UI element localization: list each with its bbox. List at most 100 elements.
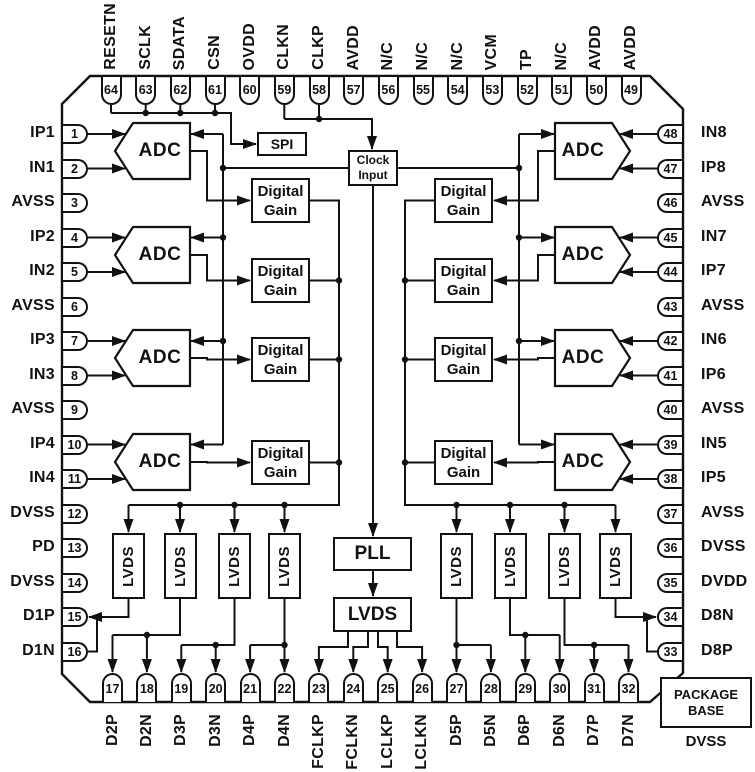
pin-57-label: AVDD (344, 24, 362, 70)
pin-17-label: D2P (103, 714, 121, 747)
pin-48-label: IN8 (701, 124, 727, 141)
pin-1-number: 1 (63, 124, 88, 144)
junction-dots (142, 109, 598, 649)
pin-9-number: 9 (63, 400, 88, 420)
pin-63-number: 63 (135, 77, 157, 105)
lvds-lane-label: LVDS (607, 545, 624, 587)
digital-gain-label: Digital (440, 444, 487, 462)
package-base-net: DVSS (685, 733, 727, 750)
pin-4-label: IP2 (30, 227, 55, 245)
pin-61-label: CSN (206, 35, 223, 70)
digital-gain-block-2: Digital Gain (251, 258, 310, 303)
lvds-clock-block: LVDS (333, 597, 412, 632)
pin-7-number: 7 (63, 331, 88, 351)
pin-38-number: 38 (657, 469, 682, 489)
pin-54-number: 54 (447, 77, 469, 105)
digital-gain-block-7: Digital Gain (434, 337, 493, 382)
pin-59-number: 59 (273, 77, 295, 105)
adc5-label: ADC (561, 451, 605, 472)
pin-30-number: 30 (549, 673, 571, 702)
pin-26-number: 26 (411, 673, 433, 702)
pin-21-number: 21 (239, 673, 261, 702)
pin-53-label: VCM (483, 33, 501, 70)
pin-53-number: 53 (481, 77, 503, 105)
digital-gain-label: Digital (257, 341, 304, 359)
digital-gain-label: Digital (257, 182, 304, 200)
pin-50-label: AVDD (587, 24, 605, 70)
adc-shapes (113, 121, 632, 492)
digital-gain-label: Digital (440, 262, 487, 280)
pin-29-number: 29 (514, 673, 536, 702)
pin-44-number: 44 (657, 262, 682, 282)
lvds-lane-2: LVDS (163, 533, 197, 599)
pin-35-label: DVDD (701, 572, 748, 590)
pin-1-label: IP1 (30, 124, 55, 141)
pin-19-number: 19 (170, 673, 192, 702)
lvds-lane-label: LVDS (171, 545, 189, 587)
package-base-label-2: BASE (687, 702, 725, 718)
digital-gain-block-1: Digital Gain (251, 178, 310, 223)
pin-40-number: 40 (657, 400, 682, 420)
adc6-label: ADC (561, 347, 605, 368)
lvds-lane-label: LVDS (276, 545, 293, 587)
pin-17-number: 17 (102, 673, 123, 702)
pin-62-label: SDATA (171, 15, 189, 70)
pin-55-number: 55 (412, 77, 434, 105)
pin-20-label: D3N (206, 714, 224, 747)
pin-64-number: 64 (100, 77, 122, 105)
pin-63-label: SCLK (136, 25, 154, 70)
pin-32-label: D7N (619, 714, 637, 747)
pin-8-label: IN3 (29, 365, 55, 383)
pin-45-label: IN7 (701, 227, 727, 245)
pin-43-label: AVSS (701, 296, 745, 314)
pin-14-number: 14 (63, 572, 88, 593)
pin-42-number: 42 (657, 331, 682, 351)
pin-40-label: AVSS (701, 400, 745, 417)
lvds-lane-8: LVDS (599, 533, 632, 599)
pin-37-label: AVSS (701, 503, 745, 521)
pin-24-number: 24 (342, 673, 364, 702)
adc3-label: ADC (138, 347, 182, 368)
pin-10-number: 10 (63, 434, 88, 455)
pin-47-label: IP8 (701, 158, 726, 176)
pin-23-label: FCLKP (309, 714, 327, 769)
digital-gain-block-8: Digital Gain (434, 440, 493, 485)
pin-41-number: 41 (657, 365, 682, 386)
pin-33-number: 33 (657, 641, 682, 662)
pin-6-number: 6 (63, 296, 88, 317)
digital-gain-block-6: Digital Gain (434, 258, 493, 303)
pin-22-label: D4N (275, 714, 293, 747)
pin-22-number: 22 (274, 673, 295, 702)
pin-52-number: 52 (516, 77, 538, 105)
adc1-label: ADC (138, 140, 182, 161)
digital-gain-label: Digital (257, 444, 304, 462)
digital-gain-label: Gain (446, 201, 481, 219)
pin-47-number: 47 (657, 158, 682, 179)
pin-24-label: FCLKN (344, 714, 362, 770)
pin-19-label: D3P (172, 714, 190, 747)
pin-25-number: 25 (377, 673, 399, 702)
lvds-lane-label: LVDS (501, 545, 519, 587)
pin-52-label: TP (518, 48, 536, 70)
digital-gain-label: Digital (257, 262, 304, 280)
pin-28-label: D5N (481, 714, 499, 747)
pin-2-label: IN1 (29, 158, 55, 176)
digital-gain-block-4: Digital Gain (251, 440, 310, 485)
pin-46-number: 46 (657, 193, 682, 213)
pin-27-number: 27 (446, 673, 467, 702)
pin-61-number: 61 (204, 77, 226, 105)
pin-51-label: N/C (552, 41, 570, 70)
digital-gain-label: Gain (446, 360, 481, 378)
pin-30-label: D6N (550, 714, 568, 747)
pin-58-label: CLKP (310, 25, 328, 70)
pin-8-number: 8 (63, 365, 88, 386)
pin-38-label: IP5 (701, 469, 726, 486)
pin-18-number: 18 (136, 673, 158, 702)
pin-43-number: 43 (657, 296, 682, 317)
lvds-lane-3: LVDS (218, 533, 251, 599)
pin-4-number: 4 (63, 227, 88, 248)
pin-11-number: 11 (63, 469, 88, 489)
pin-51-number: 51 (551, 77, 573, 105)
pin-41-label: IP6 (701, 365, 726, 383)
lvds-lane-5: LVDS (440, 533, 473, 599)
